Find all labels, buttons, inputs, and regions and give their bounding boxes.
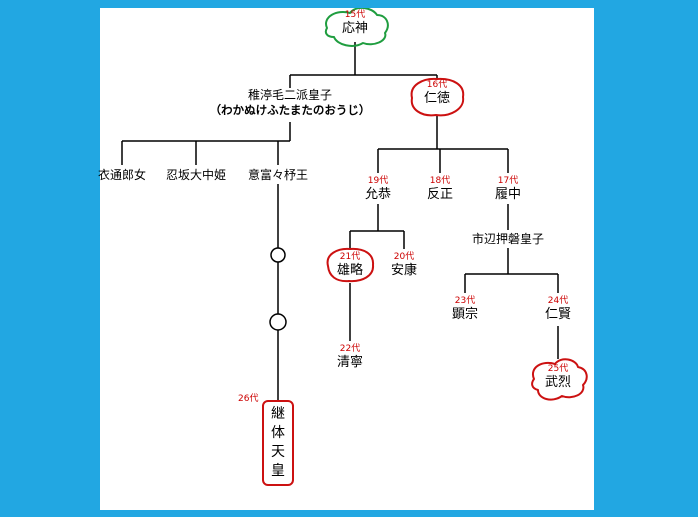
emperor-name: 仁徳: [423, 91, 451, 106]
generation-label: 23代: [454, 296, 476, 306]
emperor-name: 安康: [390, 263, 418, 278]
emperor-name: 武烈: [544, 375, 572, 390]
emperor-name: 応神: [341, 21, 369, 36]
omitted-generation-circle: [269, 313, 287, 331]
hand-drawn-highlights: [324, 8, 588, 401]
generation-label: 22代: [339, 344, 361, 354]
red-circle-highlight-yuryaku: [326, 247, 375, 283]
generation-label: 25代: [547, 364, 569, 374]
emperor-name: 雄略: [336, 263, 364, 278]
node-seinei: 22代 清寧: [337, 344, 363, 370]
name-reading: （わかぬけふたまたのおうじ）: [209, 103, 371, 117]
emperor-name: 顕宗: [451, 307, 479, 322]
red-circle-highlight-nintoku: [410, 77, 465, 117]
generation-label: 15代: [344, 10, 366, 20]
emperor-name: 仁賢: [544, 307, 572, 322]
green-cloud-highlight-ojin: [324, 8, 389, 47]
node-oshisaka: 忍坂大中姫: [166, 168, 226, 183]
node-ichinobe: 市辺押磐皇子: [472, 232, 544, 247]
node-hanzei: 18代 反正: [427, 176, 453, 202]
connector-lines: [121, 42, 559, 400]
node-buretsu: 25代 武烈: [545, 364, 571, 390]
generation-label: 16代: [426, 80, 448, 90]
node-ninken: 24代 仁賢: [545, 296, 571, 322]
prince-name: 稚渟毛二派皇子: [247, 88, 332, 102]
node-sotoori: 衣通郎女: [98, 168, 146, 183]
node-ohodo: 意富々杼王: [248, 168, 308, 183]
prince-name: 市辺押磐皇子: [471, 232, 545, 246]
generation-label: 18代: [429, 176, 451, 186]
node-nintoku: 16代 仁徳: [424, 80, 450, 106]
node-ojin: 15代 応神: [342, 10, 368, 36]
omitted-generation-circle: [270, 247, 286, 263]
generation-label-keitai: 26代: [238, 394, 259, 404]
node-ingyo: 19代 允恭: [365, 176, 391, 202]
person-name: 衣通郎女: [97, 168, 147, 182]
emperor-name: 清寧: [336, 355, 364, 370]
tree-connectors-svg: [121, 8, 588, 401]
emperor-name-vertical: 継体天皇: [271, 406, 285, 479]
person-name: 忍坂大中姫: [165, 168, 227, 182]
emperor-name: 履中: [494, 187, 522, 202]
node-yuryaku: 21代 雄略: [337, 252, 363, 278]
node-keitai-red-box: 継体天皇: [262, 400, 294, 486]
node-anko: 20代 安康: [391, 252, 417, 278]
family-tree-canvas: 15代 応神 稚渟毛二派皇子 （わかぬけふたまたのおうじ） 16代 仁徳 衣通郎…: [98, 8, 594, 510]
node-richu: 17代 履中: [495, 176, 521, 202]
node-kenzo: 23代 顕宗: [452, 296, 478, 322]
generation-label: 21代: [339, 252, 361, 262]
generation-label: 24代: [547, 296, 569, 306]
generation-label: 19代: [367, 176, 389, 186]
omitted-generation-circles: [269, 247, 287, 331]
emperor-name: 反正: [426, 187, 454, 202]
generation-label: 17代: [497, 176, 519, 186]
person-name: 意富々杼王: [247, 168, 309, 182]
generation-label: 20代: [393, 252, 415, 262]
emperor-name: 允恭: [364, 187, 392, 202]
node-wakanuke: 稚渟毛二派皇子 （わかぬけふたまたのおうじ）: [210, 88, 371, 117]
red-cloud-highlight-buretsu: [531, 358, 588, 401]
